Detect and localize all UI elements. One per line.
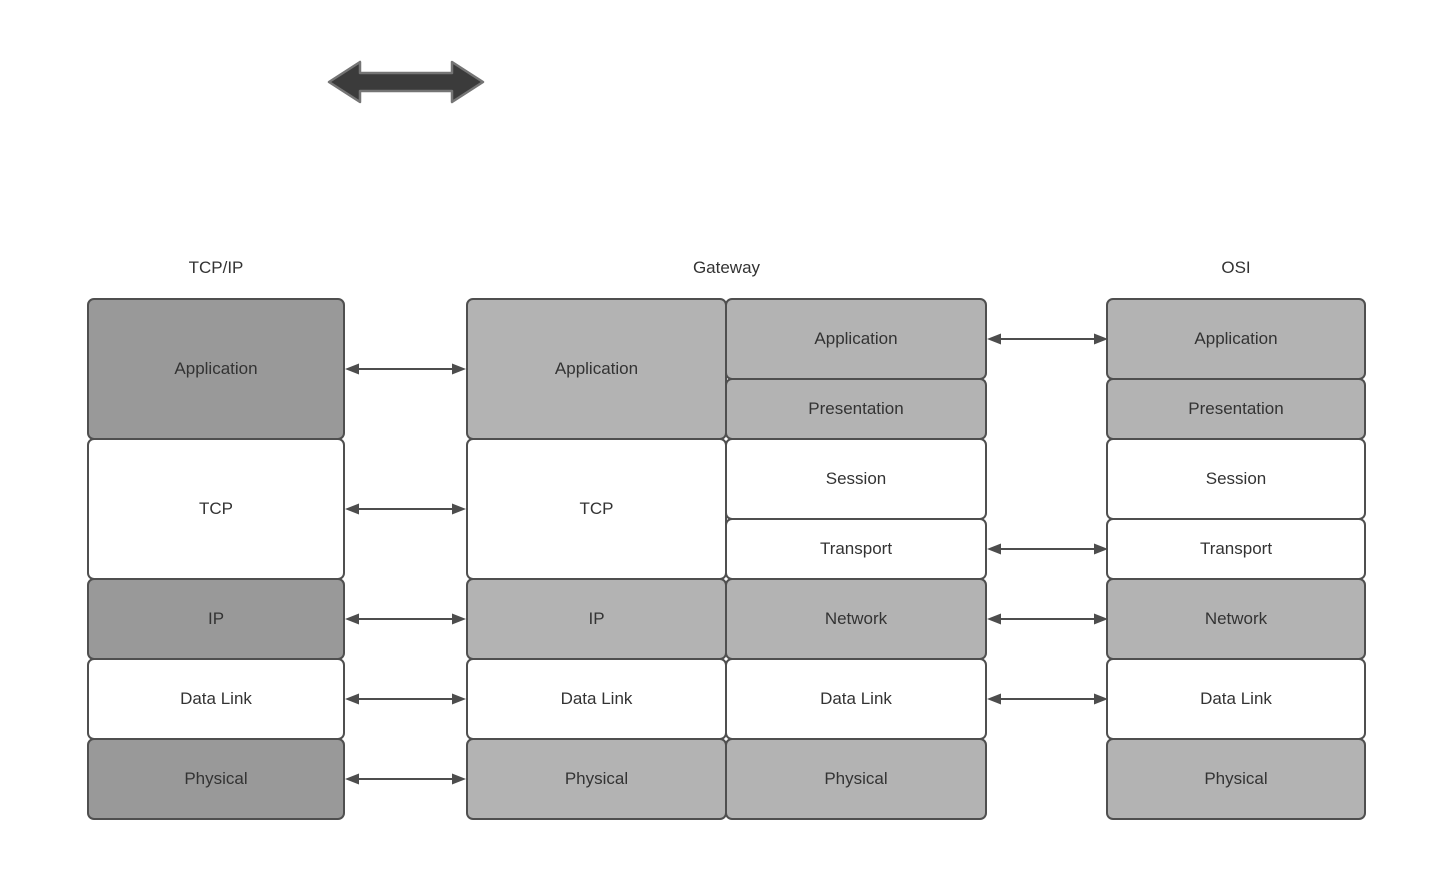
gateway-left-layer-application: Application xyxy=(466,298,727,440)
tcpip-stack: Application TCP IP Data Link Physical xyxy=(87,298,345,820)
osi-layer-application: Application xyxy=(1106,298,1366,380)
gateway-right-layer-transport: Transport xyxy=(725,518,987,580)
tcpip-layer-physical: Physical xyxy=(87,738,345,820)
gateway-left-layer-ip: IP xyxy=(466,578,727,660)
tcpip-layer-application: Application xyxy=(87,298,345,440)
gateway-right-stack: Application Presentation Session Transpo… xyxy=(725,298,987,820)
osi-stack: Application Presentation Session Transpo… xyxy=(1106,298,1366,820)
gateway-column-header: Gateway xyxy=(692,258,761,277)
gateway-right-layer-network: Network xyxy=(725,578,987,660)
osi-layer-network: Network xyxy=(1106,578,1366,660)
osi-layer-session: Session xyxy=(1106,438,1366,520)
tcpip-layer-data-link: Data Link xyxy=(87,658,345,740)
gateway-right-layer-session: Session xyxy=(725,438,987,520)
arrow-gateway-osi-application xyxy=(987,333,1108,345)
arrow-tcpip-gateway-physical xyxy=(345,773,466,785)
tcpip-layer-ip: IP xyxy=(87,578,345,660)
gateway-right-layer-physical: Physical xyxy=(725,738,987,820)
gateway-left-stack: Application TCP IP Data Link Physical xyxy=(466,298,727,820)
arrow-tcpip-gateway-data-link xyxy=(345,693,466,705)
arrow-gateway-osi-network xyxy=(987,613,1108,625)
gateway-right-layer-presentation: Presentation xyxy=(725,378,987,440)
gateway-left-layer-physical: Physical xyxy=(466,738,727,820)
gateway-left-layer-data-link: Data Link xyxy=(466,658,727,740)
gateway-right-layer-data-link: Data Link xyxy=(725,658,987,740)
osi-layer-physical: Physical xyxy=(1106,738,1366,820)
arrow-gateway-osi-data-link xyxy=(987,693,1108,705)
osi-layer-data-link: Data Link xyxy=(1106,658,1366,740)
gateway-left-layer-tcp: TCP xyxy=(466,438,727,580)
gateway-right-layer-application: Application xyxy=(725,298,987,380)
arrow-tcpip-gateway-ip xyxy=(345,613,466,625)
tcpip-column-header: TCP/IP xyxy=(188,258,244,277)
osi-layer-transport: Transport xyxy=(1106,518,1366,580)
bidirectional-arrow-icon xyxy=(327,60,485,104)
arrow-tcpip-gateway-tcp xyxy=(345,503,466,515)
arrow-tcpip-gateway-application xyxy=(345,363,466,375)
osi-layer-presentation: Presentation xyxy=(1106,378,1366,440)
osi-column-header: OSI xyxy=(1221,258,1251,277)
arrow-gateway-osi-transport xyxy=(987,543,1108,555)
tcpip-layer-tcp: TCP xyxy=(87,438,345,580)
